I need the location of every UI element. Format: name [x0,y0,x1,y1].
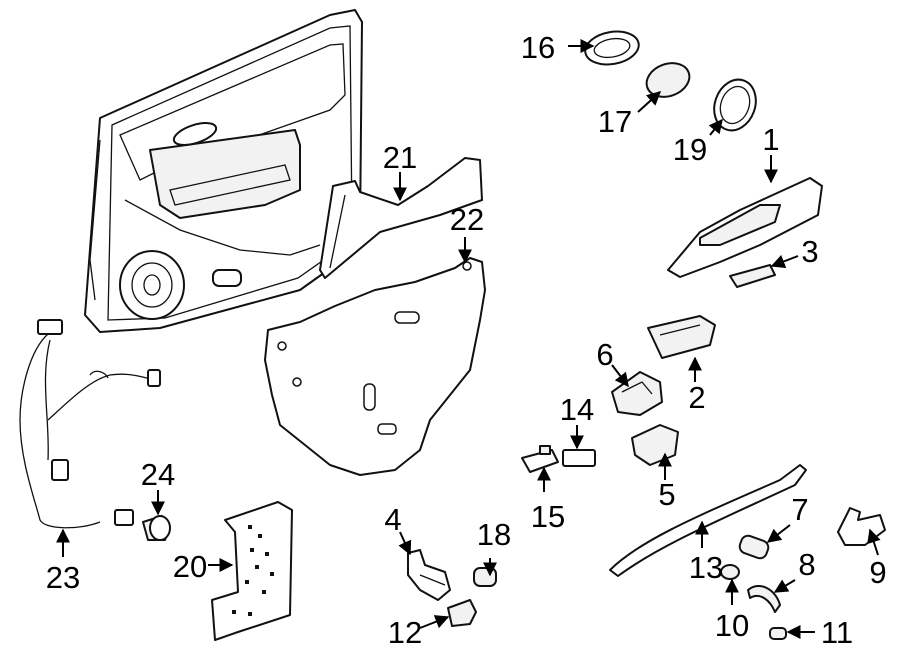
callout-12: 12 [388,615,422,650]
callout-10: 10 [715,608,749,643]
callout-20: 20 [173,549,207,584]
part-4-bracket [407,549,451,601]
part-6-switch [611,371,663,416]
part-20-insulator [211,501,293,641]
part-3-pad [729,264,776,288]
part-10-cap [720,564,740,580]
part-23-harness [19,319,161,529]
door-trim-panel [84,9,363,333]
callout-6: 6 [596,337,613,372]
part-12-clip [447,599,477,627]
part-1-armrest [667,177,823,278]
callout-19: 19 [673,132,707,167]
callout-2: 2 [688,380,705,415]
callout-5: 5 [658,477,675,512]
part-19-ring [713,78,757,132]
part-24-grommet [142,515,171,541]
callout-21: 21 [383,140,417,175]
callout-9: 9 [869,555,886,590]
part-7-lamp [738,534,770,560]
part-16-handle [584,30,640,66]
callout-7: 7 [791,492,808,527]
part-9-bracket [837,507,886,546]
callout-8: 8 [798,547,815,582]
part-5-switch [631,424,679,466]
callout-1: 1 [762,122,779,157]
callout-13: 13 [689,550,723,585]
part-22-deflector [264,257,486,476]
part-2-bezel [647,315,716,359]
part-13-molding [609,464,807,577]
part-17-bezel [645,62,691,98]
callout-4: 4 [384,502,401,537]
callout-24: 24 [141,457,175,492]
callout-17: 17 [598,104,632,139]
part-21-shield [319,157,483,279]
part-14-switch [562,449,596,467]
callout-23: 23 [46,560,80,595]
callout-18: 18 [477,517,511,552]
callout-labels: 1 2 3 4 5 6 7 8 9 10 11 12 13 14 15 16 1… [46,30,887,650]
callout-11: 11 [821,615,853,650]
callout-14: 14 [560,392,594,427]
callout-22: 22 [450,202,484,237]
callout-3: 3 [801,234,818,269]
callout-15: 15 [531,499,565,534]
part-15-switch [521,445,559,473]
callout-16: 16 [521,30,555,65]
part-18-lamp [473,567,497,587]
leader-lines [56,39,881,639]
part-8-strip [747,585,781,613]
part-11-cap [769,627,787,640]
